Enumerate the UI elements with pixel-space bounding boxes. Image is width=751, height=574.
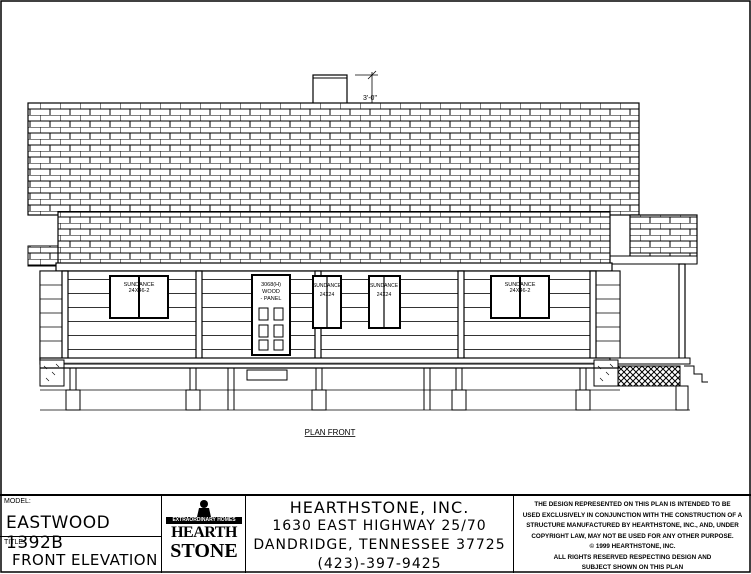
notice-line-2: USED EXCLUSIVELY IN CONJUNCTION WITH THE… bbox=[522, 511, 743, 519]
title-label: TITLE: bbox=[4, 539, 26, 546]
model-value: EASTWOOD 1392B bbox=[6, 513, 111, 553]
company-address: 1630 EAST HIGHWAY 25/70 bbox=[272, 518, 487, 534]
window-1-size: 24X46-2 bbox=[129, 288, 150, 294]
window-1-name: SUNDANCE bbox=[124, 282, 155, 288]
logo-cell: EXTRAORDINARY HOMES HEARTH STONE bbox=[162, 496, 246, 573]
model-label: MODEL: bbox=[4, 498, 31, 505]
title-value: FRONT ELEVATION bbox=[12, 551, 158, 569]
window-4: SUNDANCE 24X46-2 bbox=[490, 275, 550, 319]
company-city: DANDRIDGE, TENNESSEE 37725 bbox=[253, 537, 506, 553]
window-3: SUNDANCE 24X24 bbox=[368, 275, 401, 329]
main-roof bbox=[27, 102, 640, 216]
door-label-line1: 3068(H) bbox=[261, 282, 281, 288]
window-3-size: 24X24 bbox=[377, 292, 392, 298]
drawing-caption: PLAN FRONT bbox=[305, 428, 356, 437]
window-4-size: 24X46-2 bbox=[510, 288, 531, 294]
porch-roof bbox=[55, 211, 613, 272]
chimney-dimension: 3'-0" bbox=[363, 95, 377, 102]
door-label-line2: WOOD bbox=[262, 289, 280, 295]
window-3-name: SUNDANCE bbox=[370, 283, 399, 289]
notice-line-1: THE DESIGN REPRESENTED ON THIS PLAN IS I… bbox=[534, 501, 731, 508]
model-title-cell: MODEL: EASTWOOD 1392B TITLE: FRONT ELEVA… bbox=[0, 496, 162, 573]
company-cell: HEARTHSTONE, INC. 1630 EAST HIGHWAY 25/7… bbox=[246, 496, 514, 573]
window-2: SUNDANCE 24X24 bbox=[312, 275, 342, 329]
logo-word-2: STONE bbox=[170, 540, 238, 562]
door-label-line3: - PANEL bbox=[261, 296, 282, 302]
company-name: HEARTHSTONE, INC. bbox=[289, 498, 470, 517]
notice-line-7: SUBJECT SHOWN ON THIS PLAN bbox=[581, 564, 684, 571]
company-phone: (423)-397-9425 bbox=[317, 556, 442, 572]
window-2-name: SUNDANCE bbox=[313, 283, 342, 289]
logo-tagline: EXTRAORDINARY HOMES bbox=[166, 517, 242, 524]
left-eave bbox=[27, 245, 59, 267]
front-door: 3068(H) WOOD - PANEL bbox=[251, 274, 291, 356]
foundation bbox=[39, 359, 690, 411]
hearthstone-logo: EXTRAORDINARY HOMES HEARTH STONE bbox=[166, 499, 242, 571]
notice-line-3: STRUCTURE MANUFACTURED BY HEARTHSTONE, I… bbox=[526, 522, 739, 529]
notice-line-6: ALL RIGHTS RESERVED RESPECTING DESIGN AN… bbox=[553, 553, 712, 561]
side-porch-roof bbox=[609, 214, 698, 265]
notice-line-5: © 1999 HEARTHSTONE, INC. bbox=[589, 543, 676, 550]
window-1: SUNDANCE 24X46-2 bbox=[109, 275, 169, 319]
window-2-size: 24X24 bbox=[320, 292, 335, 298]
notice-line-4: COPYRIGHT LAW, MAY NOT BE USED FOR ANY O… bbox=[531, 532, 734, 540]
copyright-notice: THE DESIGN REPRESENTED ON THIS PLAN IS I… bbox=[514, 500, 751, 574]
title-block: MODEL: EASTWOOD 1392B TITLE: FRONT ELEVA… bbox=[0, 494, 751, 573]
window-4-name: SUNDANCE bbox=[505, 282, 536, 288]
logo-word-1: HEARTH bbox=[171, 524, 237, 541]
